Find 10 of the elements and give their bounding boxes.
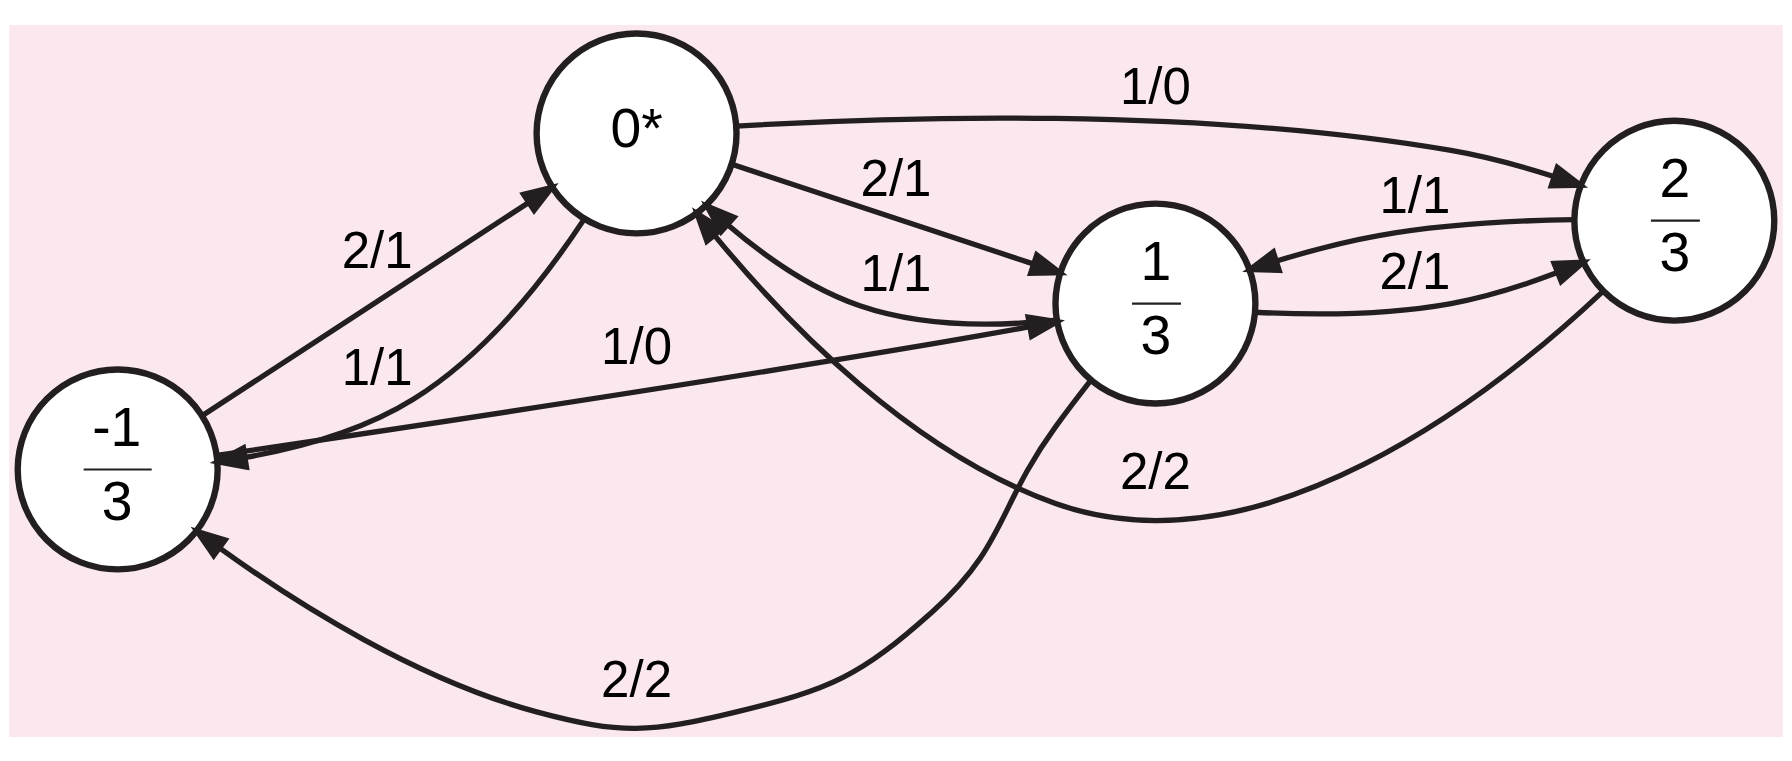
edge-label: 1/0 [1119,57,1191,115]
edge-label: 2/1 [341,221,413,279]
edge-label: 2/1 [860,149,932,207]
edge-label: 1/1 [341,338,413,396]
edge-label: 1/1 [860,244,932,302]
edge-label: 2/2 [1119,442,1191,500]
edge-label: 2/1 [1379,242,1451,300]
edge-label: 1/1 [1379,166,1451,224]
edge-label: 2/2 [601,650,673,708]
edge-label: 1/0 [601,317,673,375]
